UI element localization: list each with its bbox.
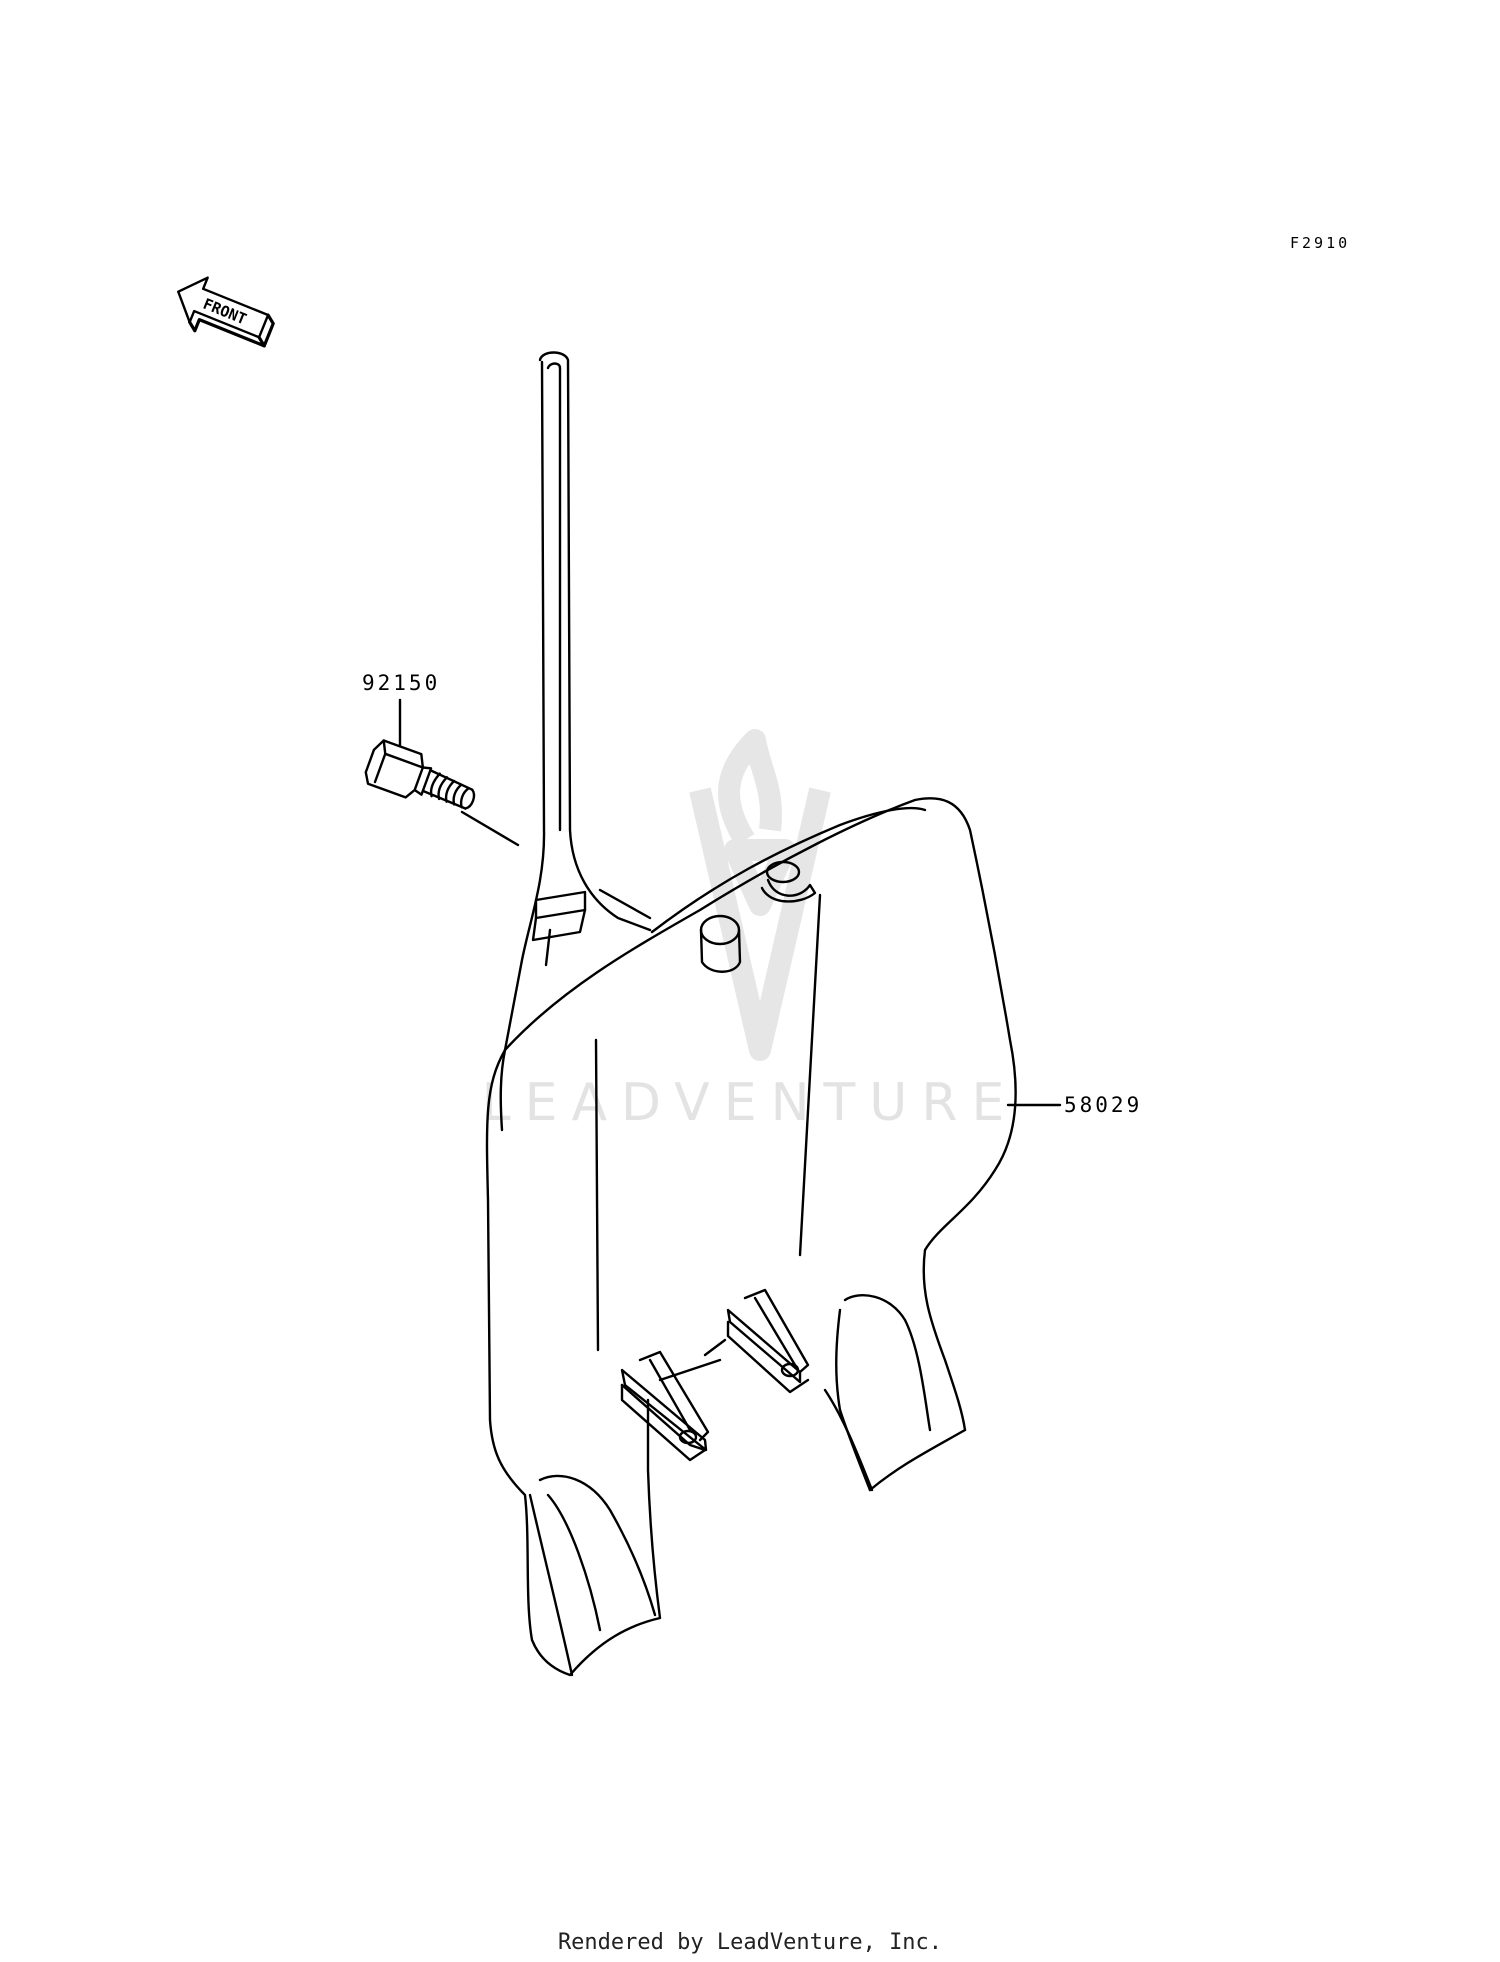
grommet (699, 914, 742, 973)
mounting-hole (760, 860, 817, 903)
callout-92150: 92150 (362, 671, 520, 847)
number-plate-part (485, 351, 1017, 1677)
bracket-tab-left (620, 1350, 722, 1462)
bolt-part (364, 739, 476, 810)
watermark-logo (689, 729, 831, 1061)
footer-credit: Rendered by LeadVenture, Inc. (557, 1930, 943, 1955)
front-arrow-icon: FRONT (177, 276, 275, 348)
callout-58029: 58029 (1006, 1093, 1142, 1117)
bracket-tab-right (703, 1288, 810, 1394)
watermark-text: LEADVENTURE (482, 1073, 1019, 1133)
part-number-label: 92150 (362, 671, 440, 695)
watermark: LEADVENTURE (482, 729, 1019, 1133)
part-number-label: 58029 (1064, 1093, 1142, 1117)
figure-code: F2910 (1290, 234, 1350, 252)
